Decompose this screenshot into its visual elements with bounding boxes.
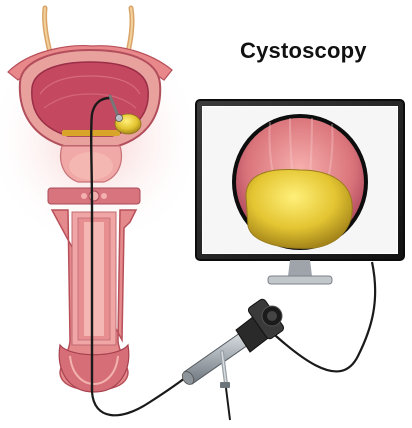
scope-tip	[116, 115, 123, 122]
cystoscope-icon	[180, 298, 285, 420]
monitor-icon	[196, 100, 404, 284]
monitor-stone	[246, 170, 352, 249]
urethral-sphincter	[48, 188, 140, 204]
